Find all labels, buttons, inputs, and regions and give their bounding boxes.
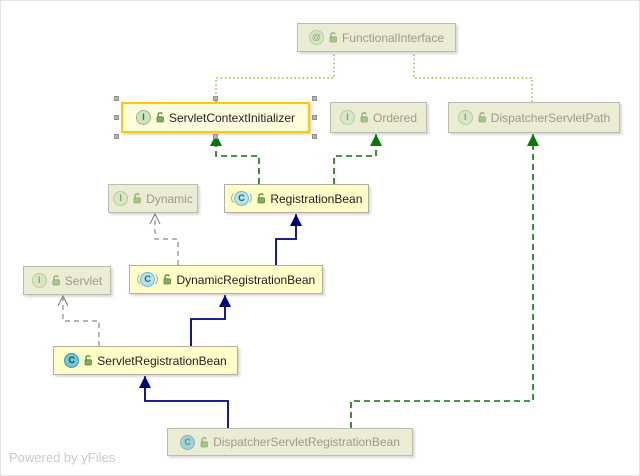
abstract-class-icon: (C) [136, 272, 159, 287]
selection-handle[interactable] [114, 114, 119, 120]
selection-handle[interactable] [114, 96, 119, 101]
edge-dynamic-registration-bean-to-registration-bean[interactable] [275, 214, 302, 265]
selection-handle[interactable] [114, 134, 119, 139]
node-dispatcher-servlet-registration-bean[interactable]: C DispatcherServletRegistrationBean [167, 428, 413, 456]
paren-right: ) [155, 273, 159, 285]
interface-icon: I [457, 110, 473, 125]
open-lock-icon [132, 193, 142, 204]
paren-left: ( [230, 192, 234, 204]
open-lock-icon [155, 112, 165, 123]
abstract-class-icon: C [140, 272, 156, 287]
selection-handle[interactable] [312, 134, 317, 139]
edge-dispatcher-servlet-registration-bean-to-servlet-registration-bean[interactable] [139, 376, 229, 428]
edge-dynamic-registration-bean-to-dynamic[interactable] [149, 212, 179, 265]
selection-handle[interactable] [312, 114, 317, 120]
interface-icon: I [339, 110, 355, 125]
open-lock-icon [477, 112, 487, 123]
open-lock-icon [328, 32, 338, 43]
class-icon: C [180, 434, 196, 450]
abstract-class-icon: C [233, 191, 249, 206]
yfiles-watermark: Powered by yFiles [9, 450, 116, 465]
abstract-class-icon: (C) [230, 191, 253, 206]
edge-registration-bean-to-ordered[interactable] [333, 134, 382, 184]
node-label: Dynamic [146, 191, 193, 206]
selection-handle[interactable] [312, 96, 317, 101]
node-servlet-registration-bean[interactable]: C ServletRegistrationBean [53, 346, 238, 375]
paren-right: ) [248, 192, 253, 204]
node-registration-bean[interactable]: (C) RegistrationBean [224, 184, 369, 213]
node-dynamic-registration-bean[interactable]: (C) DynamicRegistrationBean [129, 265, 323, 294]
open-lock-icon [51, 275, 61, 286]
paren-left: ( [136, 273, 141, 285]
open-lock-icon [83, 355, 93, 366]
node-dynamic[interactable]: I Dynamic [108, 184, 198, 213]
node-servlet-context-initializer[interactable]: I ServletContextInitializer [121, 102, 310, 133]
open-lock-icon [162, 274, 172, 285]
node-label: Servlet [64, 273, 103, 288]
annotation-icon: @ [308, 30, 324, 45]
interface-icon: I [135, 110, 151, 125]
open-lock-icon [359, 112, 369, 123]
edge-servlet-context-initializer-to-functional-interface[interactable] [215, 52, 335, 102]
node-functional-interface[interactable]: @ FunctionalInterface [297, 23, 456, 52]
node-label: DispatcherServletPath [490, 110, 611, 125]
interface-icon: I [113, 191, 129, 206]
node-label: RegistrationBean [270, 191, 363, 206]
selection-handle[interactable] [212, 96, 218, 101]
open-lock-icon [256, 193, 266, 204]
node-label: ServletContextInitializer [168, 110, 296, 125]
node-label: FunctionalInterface [341, 30, 445, 45]
class-icon: C [64, 353, 80, 368]
selection-handle[interactable] [212, 134, 218, 139]
edge-dispatcher-servlet-path-to-functional-interface[interactable] [413, 52, 533, 102]
node-label: DispatcherServletRegistrationBean [213, 435, 400, 449]
open-lock-icon [199, 436, 209, 448]
node-ordered[interactable]: I Ordered [330, 102, 427, 133]
edge-servlet-registration-bean-to-dynamic-registration-bean[interactable] [190, 295, 231, 346]
edge-dispatcher-servlet-registration-bean-to-dispatcher-servlet-path[interactable] [350, 134, 539, 428]
node-label: DynamicRegistrationBean [176, 272, 316, 287]
edge-servlet-registration-bean-to-servlet[interactable] [57, 294, 100, 346]
node-label: ServletRegistrationBean [97, 353, 227, 368]
node-servlet[interactable]: I Servlet [23, 266, 111, 295]
interface-icon: I [31, 273, 47, 288]
node-label: Ordered [372, 110, 418, 125]
edge-registration-bean-to-servlet-context-initializer[interactable] [210, 134, 260, 184]
node-dispatcher-servlet-path[interactable]: I DispatcherServletPath [448, 102, 620, 133]
